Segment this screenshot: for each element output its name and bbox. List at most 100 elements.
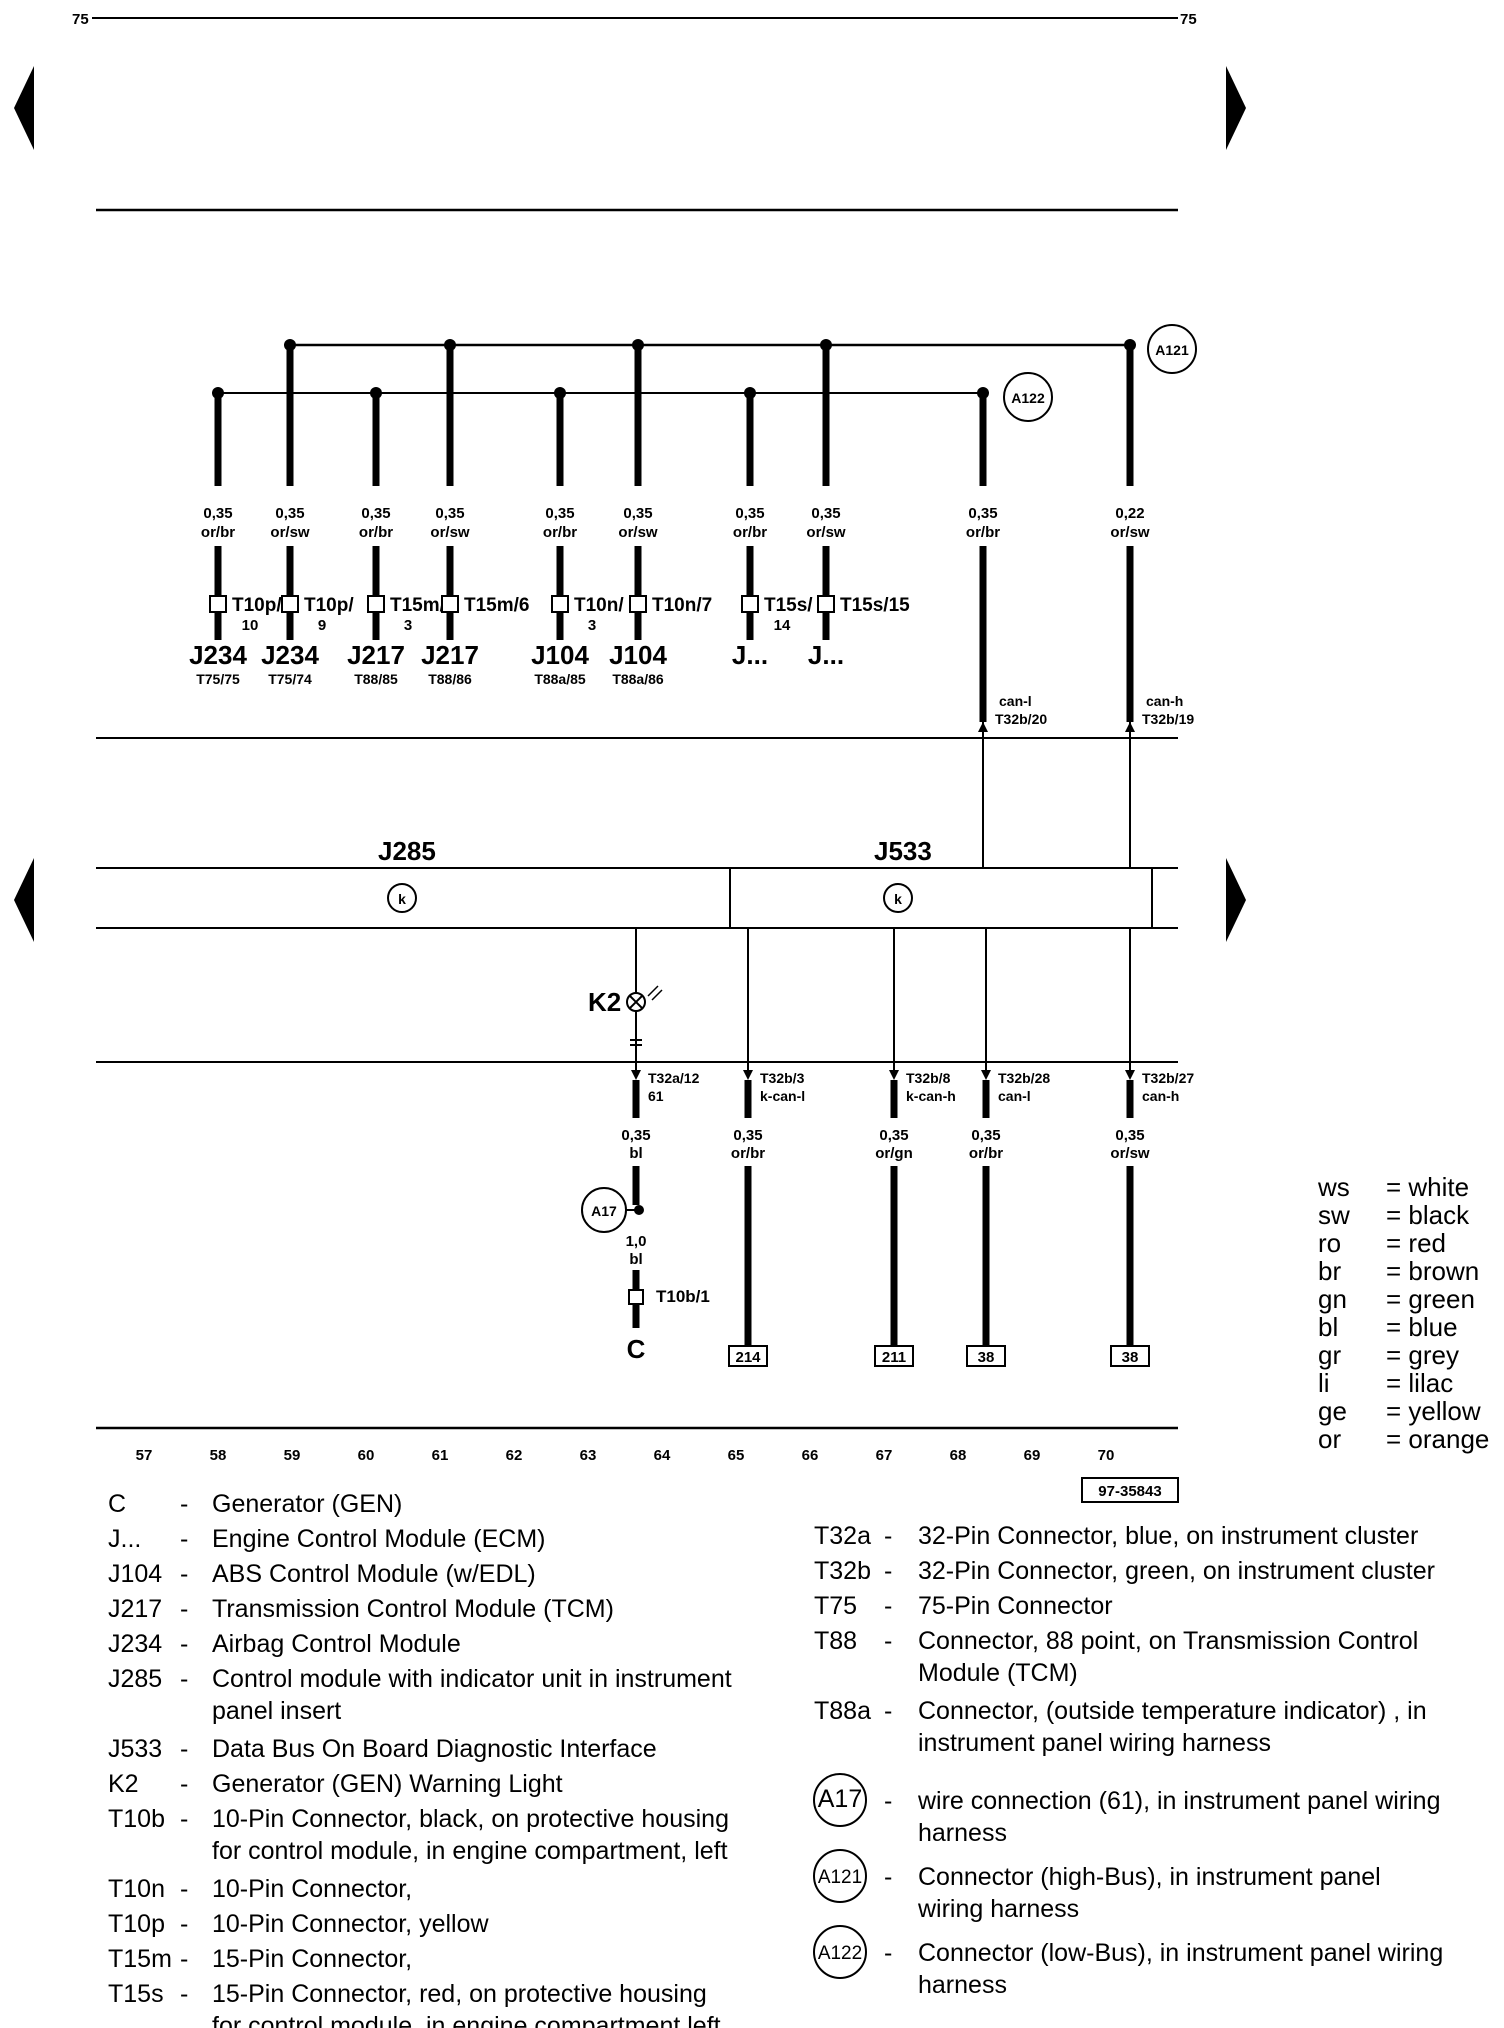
legend-dash: - <box>180 1910 188 1938</box>
color-code: bl <box>1318 1312 1338 1342</box>
generator-branch: A17 1,0 bl T10b/1 C <box>581 1187 710 1364</box>
wire-size: 0,35 <box>623 505 652 522</box>
bottom-wire-group: T32a/12610,35blT32b/3k-can-l0,35or/br214… <box>621 928 1194 1367</box>
tick-70: 70 <box>1098 1447 1115 1464</box>
tick-60: 60 <box>358 1447 375 1464</box>
legend-text: harness <box>918 1819 1007 1847</box>
tick-63: 63 <box>580 1447 597 1464</box>
connector-pin-icon <box>741 595 759 613</box>
legend-code: J... <box>108 1525 141 1553</box>
color-legend-or: or= orange <box>1318 1424 1489 1454</box>
bottom-signal: k-can-h <box>906 1088 956 1104</box>
legend-dash: - <box>884 1863 892 1891</box>
legend-text: Connector (high-Bus), in instrument pane… <box>918 1863 1381 1891</box>
page-number-left: 75 <box>72 11 89 28</box>
color-code: ro <box>1318 1228 1341 1258</box>
tick-69: 69 <box>1024 1447 1041 1464</box>
connector-label: T15m/ <box>390 595 446 616</box>
legend-left-J: J...-Engine Control Module (ECM) <box>108 1525 545 1553</box>
connector-pin: 9 <box>318 617 326 634</box>
legend-code: J533 <box>108 1735 162 1763</box>
legend-code: J285 <box>108 1665 162 1693</box>
connector-label: T10p/ <box>232 595 282 616</box>
legend-code: T75 <box>814 1592 857 1620</box>
tick-59: 59 <box>284 1447 301 1464</box>
wire-size: 0,35 <box>435 505 464 522</box>
wire-size: 0,35 <box>621 1127 650 1144</box>
connector-pin-icon <box>367 595 385 613</box>
tick-64: 64 <box>654 1447 671 1464</box>
wire-size: 0,22 <box>1115 505 1144 522</box>
next-section-arrow-icon[interactable] <box>1226 858 1246 942</box>
legend-code: J217 <box>108 1595 162 1623</box>
legend-code: A122 <box>818 1943 862 1964</box>
wire-size: 0,35 <box>545 505 574 522</box>
splice-a122-label: A122 <box>1011 390 1045 406</box>
legend-right-T32b: T32b-32-Pin Connector, green, on instrum… <box>814 1557 1435 1585</box>
tick-62: 62 <box>506 1447 523 1464</box>
legend-left-J217: J217-Transmission Control Module (TCM) <box>108 1595 614 1623</box>
component-label: J234 <box>189 640 247 670</box>
legend-right-T32a: T32a-32-Pin Connector, blue, on instrume… <box>814 1522 1418 1550</box>
color-legend-gr: gr= grey <box>1318 1340 1459 1370</box>
module-j285-label: J285 <box>378 836 436 866</box>
connector-label: T15s/ <box>764 595 813 616</box>
can-signal: can-h <box>1146 693 1183 709</box>
legend-dash: - <box>884 1557 892 1585</box>
j533-k-symbol: k <box>883 883 913 913</box>
legend-right-A121: A121-Connector (high-Bus), in instrument… <box>813 1849 1381 1923</box>
legend-left-J104: J104-ABS Control Module (w/EDL) <box>108 1560 536 1588</box>
tick-66: 66 <box>802 1447 819 1464</box>
wire-color: or/gn <box>875 1145 913 1162</box>
bottom-signal: 61 <box>648 1088 664 1104</box>
wire-color: or/br <box>969 1145 1003 1162</box>
wire-size: 0,35 <box>203 505 232 522</box>
wire-color: or/sw <box>1110 1145 1150 1162</box>
color-name: = lilac <box>1386 1368 1453 1398</box>
wire-color: bl <box>629 1145 642 1162</box>
splice-a122: A122 <box>1003 372 1053 422</box>
next-page-arrow-icon[interactable] <box>1226 66 1246 150</box>
legend-right-T88: T88-Connector, 88 point, on Transmission… <box>814 1627 1418 1687</box>
legend-text: for control module, in engine compartmen… <box>212 2012 721 2028</box>
prev-section-arrow-icon[interactable] <box>14 858 34 942</box>
wire-size: 0,35 <box>733 1127 762 1144</box>
color-name: = blue <box>1386 1312 1458 1342</box>
component-ref: T75/74 <box>268 671 312 687</box>
wire-color: or/br <box>731 1145 765 1162</box>
legend-left-J285: J285-Control module with indicator unit … <box>108 1665 732 1725</box>
wire-color: or/sw <box>806 524 846 541</box>
tick-61: 61 <box>432 1447 449 1464</box>
wire-size: 0,35 <box>968 505 997 522</box>
color-code: or <box>1318 1424 1341 1454</box>
legend-left-T10p: T10p-10-Pin Connector, yellow <box>108 1910 489 1938</box>
component-label: J234 <box>261 640 319 670</box>
legend-right-A17: A17-wire connection (61), in instrument … <box>813 1773 1440 1847</box>
bottom-pin: T32b/27 <box>1142 1070 1194 1086</box>
top-wire-7: 0,35or/brT15s/14J... <box>732 387 813 670</box>
prev-page-arrow-icon[interactable] <box>14 66 34 150</box>
connector-pin: 3 <box>404 617 412 634</box>
legend-right-T75: T75-75-Pin Connector <box>814 1592 1113 1620</box>
legend-left-K2: K2-Generator (GEN) Warning Light <box>108 1770 563 1798</box>
color-code: sw <box>1318 1200 1350 1230</box>
legend-right: T32a-32-Pin Connector, blue, on instrume… <box>813 1522 1443 1999</box>
legend-text: 32-Pin Connector, green, on instrument c… <box>918 1557 1435 1585</box>
gen-wire-size: 1,0 <box>626 1233 647 1250</box>
legend-text: 75-Pin Connector <box>918 1592 1113 1620</box>
color-legend-li: li= lilac <box>1318 1368 1453 1398</box>
legend-text: 15-Pin Connector, <box>212 1945 412 1973</box>
figure-id: 97-35843 <box>1098 1483 1161 1500</box>
connector-label: T10p/ <box>304 595 354 616</box>
can-signal: can-l <box>999 693 1032 709</box>
bottom-signal: can-l <box>998 1088 1031 1104</box>
legend-code: K2 <box>108 1770 139 1798</box>
legend-dash: - <box>180 1490 188 1518</box>
